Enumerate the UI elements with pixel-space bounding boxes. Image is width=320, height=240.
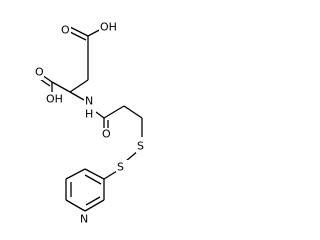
- bond-s-pyridine: [103, 170, 118, 180]
- bond-ring-1: [84, 168, 105, 180]
- atom-label-sulfur-2: S: [117, 161, 124, 174]
- bond-alpha-carboxyl: [51, 81, 71, 93]
- chemical-structure-diagram: OH O O OH N H O S S N: [34, 20, 148, 226]
- atom-label-amide-h: H: [85, 108, 93, 121]
- bond-ring-1-inner: [84, 174, 102, 185]
- atom-label-o-top: O: [61, 24, 70, 37]
- bond-layer: [36, 26, 143, 212]
- atom-label-pyridine-n: N: [80, 213, 88, 226]
- bond-c-o-top: [69, 26, 89, 37]
- atom-label-o-left: O: [35, 66, 44, 79]
- bond-alpha-n: [69, 91, 85, 101]
- bond-ring-4: [65, 199, 86, 212]
- atom-label-oh-left: OH: [46, 93, 63, 106]
- atom-label-amide-o: O: [102, 128, 111, 141]
- atom-label-layer: OH O O OH N H O S S N: [34, 20, 148, 226]
- bond-ring-5: [84, 199, 105, 212]
- atom-label-oh-top: OH: [100, 21, 117, 34]
- bond-n-carbonyl: [95, 111, 105, 119]
- atom-label-sulfur-1: S: [137, 140, 144, 153]
- bond-ring-2: [65, 168, 86, 180]
- bond-carbonyl-ch2: [103, 105, 125, 119]
- bond-ring-5-inner: [85, 196, 101, 206]
- bond-ch2-ch2: [123, 105, 143, 119]
- atom-label-amide-n: N: [85, 95, 93, 108]
- bond-chain-3: [69, 79, 89, 93]
